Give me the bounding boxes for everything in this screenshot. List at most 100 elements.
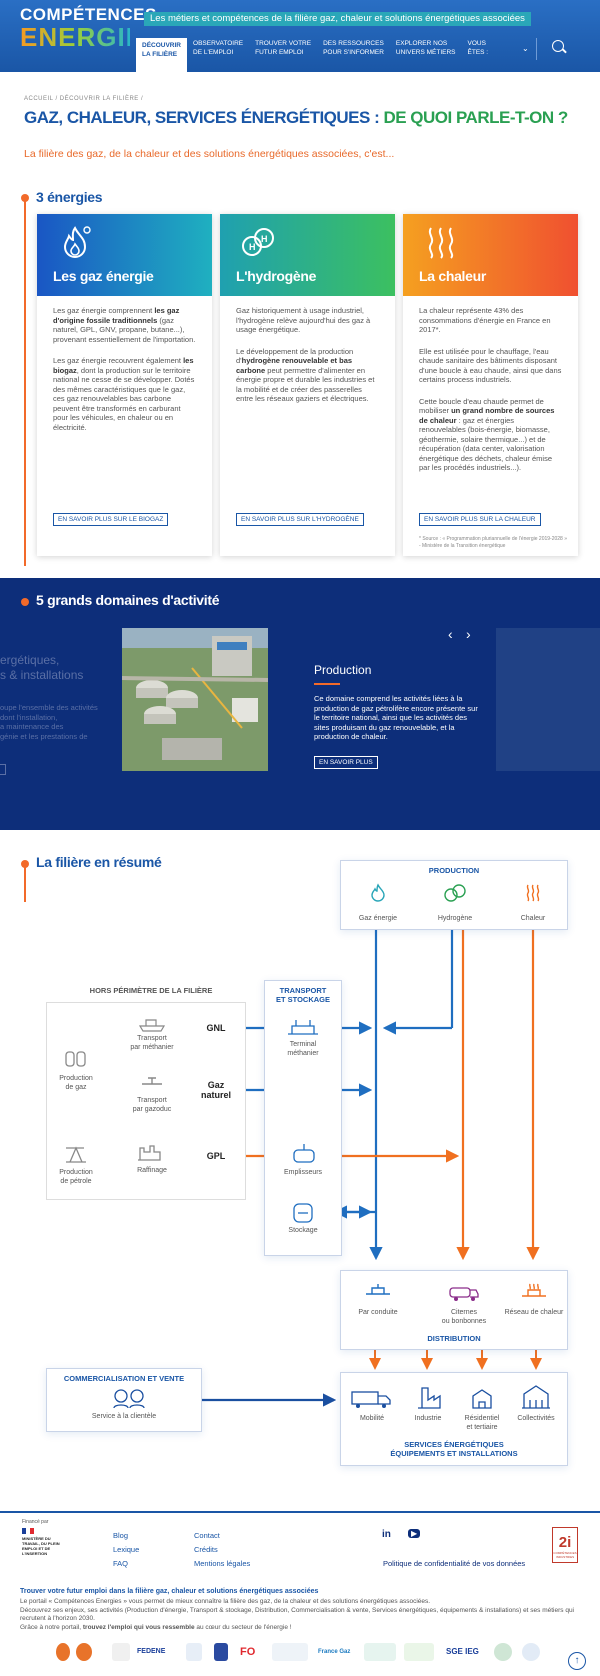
partner-logo-francegaz[interactable]: France Gaz: [318, 1649, 351, 1655]
biogaz-link-button[interactable]: EN SAVOIR PLUS SUR LE BIOGAZ: [53, 513, 169, 526]
factory-icon: [418, 1387, 441, 1409]
footer-link-credits[interactable]: Crédits: [194, 1545, 218, 1554]
timeline-line: [24, 196, 26, 566]
heat-network-icon: [522, 1283, 546, 1297]
carousel-next-icon[interactable]: ›: [466, 626, 471, 642]
refinery-icon: [138, 1145, 161, 1161]
partner-logo[interactable]: [214, 1643, 228, 1661]
hydrogene-link-button[interactable]: EN SAVOIR PLUS SUR L'HYDROGÈNE: [236, 513, 364, 526]
truck-icon: [351, 1391, 391, 1408]
footer-link-mentions[interactable]: Mentions légales: [194, 1559, 251, 1568]
storage-tank-icon: [293, 1203, 313, 1223]
collectivites-label: Collectivités: [517, 1415, 555, 1422]
footer-link-blog[interactable]: Blog: [113, 1531, 129, 1540]
nav-univers-metiers[interactable]: Explorer nosunivers métiers: [395, 40, 456, 56]
flame-icon: [63, 226, 91, 258]
page-title: GAZ, CHALEUR, SERVICES ÉNERGÉTIQUES : DE…: [24, 108, 568, 127]
par-conduite-label: Par conduite: [358, 1309, 398, 1316]
slide-title: Production: [314, 663, 372, 677]
partner-logo[interactable]: [56, 1643, 70, 1661]
ship-icon: [138, 1019, 166, 1032]
ministere-logo: MINISTÈRE DU TRAVAIL, DU PLEIN EMPLOI ET…: [22, 1536, 60, 1556]
section-heading-summary: La filière en résumé: [36, 854, 162, 870]
partner-logo[interactable]: [112, 1643, 130, 1661]
chaleur-link-button[interactable]: EN SAVOIR PLUS SUR LA CHALEUR: [419, 513, 541, 526]
tanker-truck-icon: [449, 1287, 479, 1301]
nav-observatoire[interactable]: Observatoirede l'emploi: [193, 40, 244, 56]
source-note: * Source : « Programmation pluriannuelle…: [419, 536, 567, 549]
svg-text:H: H: [249, 242, 256, 252]
timeline-dot: [21, 860, 29, 868]
nav-vous-etes[interactable]: Vousêtes :: [467, 40, 489, 56]
hors-perimetre-label: HORS PÉRIMÈTRE DE LA FILIÈRE: [89, 986, 213, 995]
partner-logo[interactable]: [494, 1643, 512, 1661]
card-chaleur: La chaleur La chaleur représente 43% des…: [403, 214, 578, 556]
hydrogen-molecule-icon: [444, 884, 466, 902]
gpl-label: GPL: [206, 1151, 226, 1161]
chevron-down-icon[interactable]: ⌄: [522, 44, 529, 53]
card-title: L'hydrogène: [236, 268, 317, 284]
commerce-box: [46, 1368, 202, 1432]
partner-logo-sge[interactable]: SGE IEG: [446, 1647, 479, 1656]
chaleur-label: Chaleur: [520, 915, 546, 922]
slide-divider: [314, 683, 340, 685]
finance-label: Financé par: [22, 1519, 49, 1525]
section-heading-energies: 3 énergies: [36, 189, 103, 205]
mobilite-label: Mobilité: [359, 1415, 385, 1422]
slide-more-button[interactable]: EN SAVOIR PLUS: [314, 756, 378, 769]
city-hall-icon: [522, 1385, 550, 1409]
card-title: Les gaz énergie: [53, 268, 154, 284]
search-icon[interactable]: [552, 40, 564, 52]
linkedin-icon[interactable]: in: [382, 1529, 391, 1540]
partner-logo[interactable]: [404, 1643, 434, 1661]
main-nav: Découvrirla filière Observatoirede l'emp…: [136, 36, 494, 72]
card-header: La chaleur: [403, 214, 578, 296]
card-title: La chaleur: [419, 268, 487, 284]
carousel-prev-icon[interactable]: ‹: [448, 626, 453, 642]
production-label: PRODUCTION: [428, 866, 480, 875]
partner-logo[interactable]: [186, 1643, 202, 1661]
intro-text: La filière des gaz, de la chaleur et des…: [24, 148, 395, 160]
service-clientele-label: Service à la clientèle: [91, 1413, 157, 1420]
footer-link-faq[interactable]: FAQ: [113, 1559, 129, 1568]
production-site-image: [122, 628, 268, 771]
footer-description: Le portail « Compétences Energies » vous…: [20, 1598, 575, 1631]
partner-logo[interactable]: [364, 1643, 396, 1661]
reseau-chaleur-label: Réseau de chaleur: [504, 1309, 564, 1316]
oil-pump-icon: [66, 1146, 86, 1163]
partner-logo[interactable]: [272, 1643, 308, 1661]
slide-prev-title: ergétiques,s & installations: [0, 653, 84, 682]
distribution-box: [340, 1270, 568, 1350]
scroll-top-icon[interactable]: ↑: [568, 1652, 586, 1670]
nav-divider: [536, 38, 537, 60]
timeline-dot: [21, 598, 29, 606]
nav-ressources[interactable]: Des ressourcespour s'informer: [323, 40, 384, 56]
logo[interactable]: COMPÉTENCES ENERGIES: [20, 6, 163, 52]
youtube-icon[interactable]: ▶: [408, 1529, 421, 1538]
breadcrumb[interactable]: Accueil / Découvrir la filière /: [24, 96, 144, 102]
heat-waves-icon: [428, 227, 454, 259]
terminal-methanier-icon: [288, 1020, 318, 1035]
privacy-link[interactable]: Politique de confidentialité de vos donn…: [383, 1559, 526, 1568]
footer-link-lexique[interactable]: Lexique: [113, 1545, 140, 1554]
building-icon: [472, 1389, 492, 1409]
pipeline-valve-icon: [142, 1077, 162, 1085]
partner-logo-fo[interactable]: FO: [240, 1646, 256, 1658]
commerce-label: COMMERCIALISATION ET VENTE: [63, 1374, 185, 1383]
partner-logo[interactable]: [76, 1643, 92, 1661]
partner-logo[interactable]: [522, 1643, 540, 1661]
slide-text: Ce domaine comprend les activités liées …: [314, 694, 478, 741]
raffinage-label: Raffinage: [137, 1167, 167, 1174]
logo-text-bottom: ENERGIES: [20, 22, 163, 52]
footer-link-contact[interactable]: Contact: [194, 1531, 220, 1540]
partner-logo-fedene[interactable]: FEDENE: [137, 1648, 166, 1655]
slide-prev-button[interactable]: [0, 764, 6, 775]
nav-decouvrir[interactable]: Découvrirla filière: [136, 38, 188, 72]
